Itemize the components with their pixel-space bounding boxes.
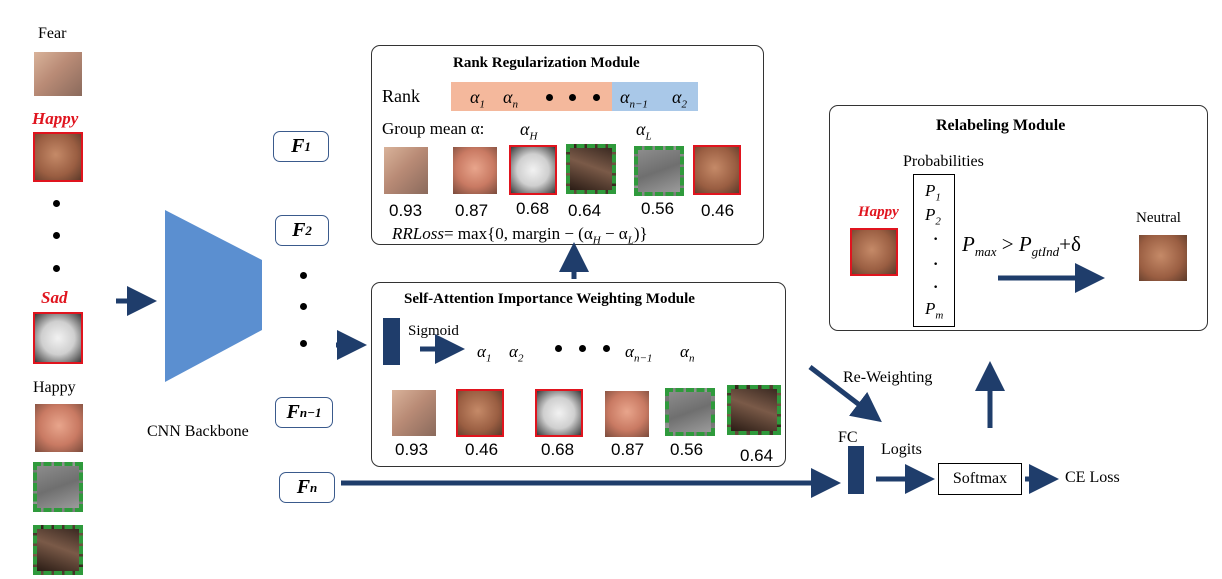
- dot: [569, 94, 576, 101]
- relabel-face-output: [1139, 235, 1187, 281]
- sad-label-red: Sad: [41, 288, 68, 307]
- relabeling-module: [829, 105, 1208, 331]
- dot: [579, 345, 586, 352]
- neutral-label: Neutral: [1136, 210, 1181, 226]
- dot: [593, 94, 600, 101]
- rank-alpha-n-1: αn−1: [620, 87, 648, 111]
- attn-face-6: [727, 385, 781, 435]
- prob-p1: P1: [925, 181, 941, 204]
- relabel-condition: Pmax > PgtInd+δ: [962, 232, 1081, 260]
- rank-alpha-n: αn: [503, 87, 518, 111]
- dot: ·: [933, 279, 939, 296]
- relabel-happy-label: Happy: [858, 204, 899, 220]
- attn-face-5: [665, 388, 715, 436]
- dot: [300, 340, 307, 347]
- prob-p2: P2: [925, 205, 941, 228]
- rank-module-title: Rank Regularization Module: [453, 55, 640, 71]
- attn-score: 0.56: [670, 440, 704, 459]
- attn-face-2: [456, 389, 504, 437]
- rank-score: 0.46: [701, 201, 735, 220]
- rank-face-2: [453, 147, 497, 194]
- face-image-sad: [33, 312, 83, 364]
- probability-vector: [913, 174, 955, 327]
- rank-face-6: [693, 145, 741, 195]
- dot: [300, 272, 307, 279]
- attn-score: 0.68: [541, 440, 575, 459]
- attn-score: 0.87: [611, 440, 645, 459]
- attn-score: 0.93: [395, 440, 429, 459]
- fear-label: Fear: [38, 25, 67, 42]
- face-image-happy-mislabeled: [33, 132, 83, 182]
- dot: [300, 303, 307, 310]
- face-image-blurred: [33, 525, 83, 575]
- cnn-backbone-label: CNN Backbone: [147, 423, 249, 440]
- rank-alpha-2: α2: [672, 87, 687, 111]
- prob-pm: Pm: [925, 299, 944, 322]
- attn-alpha-n: αn: [680, 342, 695, 365]
- rank-face-1: [384, 147, 428, 194]
- ce-loss-label: CE Loss: [1065, 469, 1120, 486]
- rr-loss-formula: RRLoss= max{0, margin − (αH − αL)}: [392, 224, 648, 247]
- dot: [555, 345, 562, 352]
- attn-alpha-2: α2: [509, 342, 524, 365]
- rank-face-4: [566, 144, 616, 194]
- dot: [603, 345, 610, 352]
- rank-score: 0.93: [389, 201, 423, 220]
- rank-alpha-1: α1: [470, 87, 485, 111]
- reweighting-label: Re-Weighting: [843, 369, 933, 386]
- rank-score: 0.68: [516, 199, 550, 218]
- rank-score: 0.64: [568, 201, 602, 220]
- attn-alpha-n-1: αn−1: [625, 342, 653, 365]
- happy-label: Happy: [33, 379, 76, 396]
- face-image-fear: [34, 52, 82, 96]
- rank-label: Rank: [382, 86, 420, 106]
- dot: [53, 265, 60, 272]
- dot: [53, 232, 60, 239]
- softmax-box: Softmax: [938, 463, 1022, 495]
- cnn-backbone-trapezoid: [165, 210, 262, 382]
- rank-score: 0.56: [641, 199, 675, 218]
- alpha-l: αL: [636, 119, 652, 143]
- dot: [53, 200, 60, 207]
- logits-label: Logits: [881, 441, 922, 458]
- rank-face-3: [509, 145, 557, 195]
- alpha-h: αH: [520, 119, 538, 143]
- attn-face-4: [605, 391, 649, 437]
- dot: ·: [933, 231, 939, 248]
- face-image-occluded: [33, 462, 83, 512]
- fc-label: FC: [838, 429, 858, 446]
- arrow-reweighting: [808, 365, 882, 423]
- attn-score: 0.46: [465, 440, 499, 459]
- attn-face-3: [535, 389, 583, 437]
- dot: [546, 94, 553, 101]
- happy-label-red: Happy: [32, 109, 79, 128]
- attn-alpha-1: α1: [477, 342, 492, 365]
- dot: ·: [933, 256, 939, 273]
- rank-face-5: [634, 146, 684, 196]
- rank-bar-low: [612, 82, 698, 111]
- rank-bar-high: [451, 82, 612, 111]
- fc-layer-bar: [383, 318, 400, 365]
- relabel-title: Relabeling Module: [936, 117, 1066, 134]
- fc-output-bar: [848, 446, 864, 494]
- group-mean-label: Group mean α:: [382, 119, 485, 138]
- relabel-face-input: [850, 228, 898, 276]
- rank-score: 0.87: [455, 201, 489, 220]
- attn-score: 0.64: [740, 446, 774, 465]
- self-attention-title: Self-Attention Importance Weighting Modu…: [404, 291, 695, 307]
- probabilities-label: Probabilities: [903, 153, 984, 170]
- attn-face-1: [392, 390, 436, 436]
- face-image-happy: [35, 404, 83, 452]
